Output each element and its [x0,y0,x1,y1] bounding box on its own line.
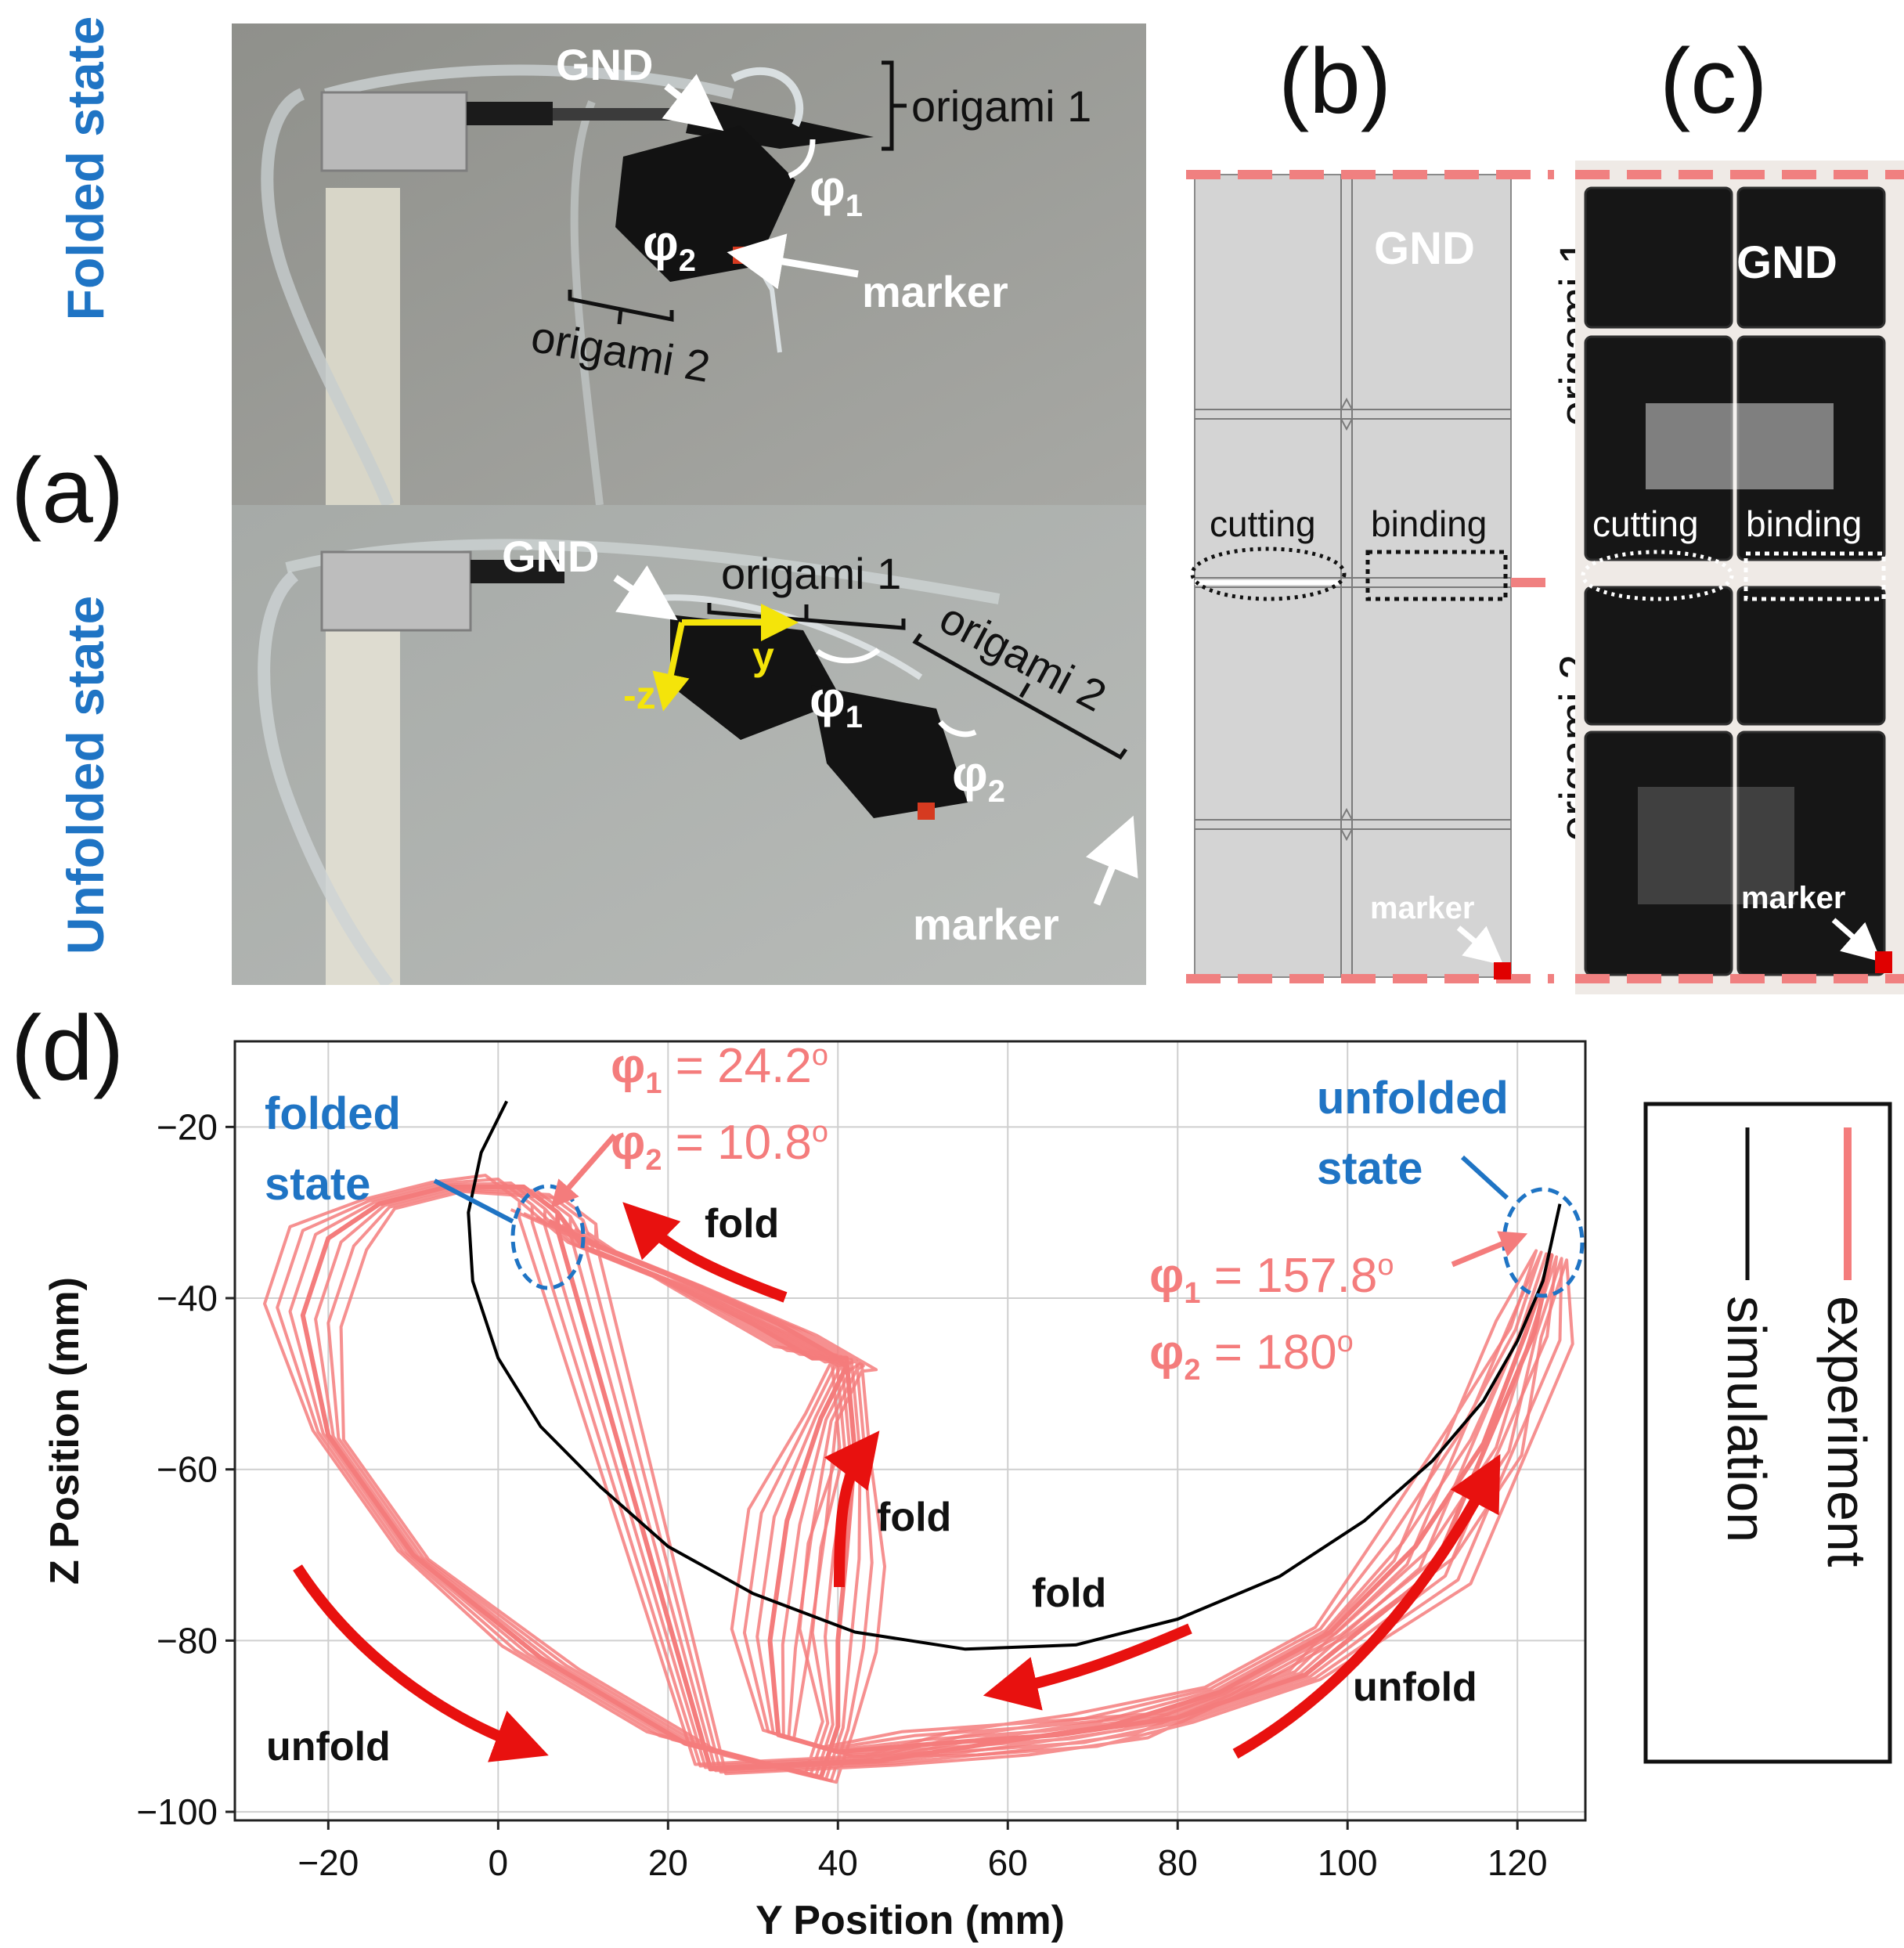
folded-gnd-label: GND [556,40,653,89]
axis-neg-z-label: -z [623,673,656,717]
folded-annotations: GND origami 1 φ1 φ2 marker origami 2 [528,40,1091,391]
unfolded-state-label: Unfolded state [56,595,114,955]
experiment-line [263,1174,1538,1775]
simulation-series [467,1100,1562,1651]
x-tick-label: −20 [298,1842,359,1883]
trajectory-chart: −20 0 20 40 60 80 100 120 −20 −40 −60 −80 −100 Y Po… [42,1039,1892,1943]
unfolded-state-text-2: state [1317,1143,1423,1194]
panel-c-label: (c) [1660,30,1768,133]
x-ticks: −20 0 20 40 60 80 100 120 [298,1820,1548,1883]
experiment-line [339,1189,1574,1784]
b-binding-label: binding [1371,503,1487,544]
unfolded-state-text-1: unfolded [1317,1073,1509,1124]
unfolded-state-pointer [1460,1155,1509,1200]
x-tick-label: 80 [1158,1842,1198,1883]
c-cutting-label: cutting [1592,503,1699,544]
legend: experiment simulation [1643,1102,1892,1764]
fold-text-mid: fold [877,1495,951,1540]
c-marker-label: marker [1741,881,1845,915]
axis-y-label: y [752,634,774,678]
c-gnd-label: GND [1736,237,1837,288]
y-tick-label: −40 [157,1278,218,1319]
x-tick-label: 40 [818,1842,858,1883]
panel-c-photo: GND cutting binding marker [1575,161,1904,994]
unfolded-phi2-text: φ2 = 180o [1149,1326,1354,1387]
y-tick-label: −100 [136,1791,218,1832]
folded-state-text-1: folded [265,1088,401,1139]
arrow-fold-mid [824,1430,880,1588]
b-marker-label: marker [1370,891,1474,925]
y-tick-label: −80 [157,1620,218,1661]
folded-state-label: Folded state [56,16,114,321]
folded-phi1-text: φ1 = 24.2o [611,1039,828,1100]
fold-text-low: fold [1032,1571,1106,1616]
folded-state-pointer [433,1178,514,1224]
unfolded-phi2: φ2 [952,745,1005,809]
unfold-text-left: unfold [266,1724,391,1769]
unfolded-marker-label: marker [913,900,1059,949]
folded-phi2: φ2 [643,215,696,278]
c-binding-label: binding [1746,503,1862,544]
panel-b-label: (b) [1278,30,1392,133]
panel-a-label: (a) [11,439,124,543]
arrow-unfold-right [1232,1454,1501,1759]
y-ticks: −20 −40 −60 −80 −100 [136,1106,235,1832]
arrow-fold-low [983,1623,1192,1711]
x-tick-label: 100 [1318,1842,1378,1883]
plot-frame [233,1040,1587,1822]
folded-state-ellipse [510,1184,586,1290]
unfolded-photo [232,505,1146,985]
unfolded-origami1-label: origami 1 [721,549,901,598]
panel-d-label: (d) [11,997,124,1100]
y-tick-label: −20 [157,1106,218,1147]
panel-b-layout: GND cutting binding marker [1186,170,1554,983]
folded-phi2-text: φ2 = 10.8o [611,1116,828,1177]
x-tick-label: 0 [489,1842,509,1883]
simulation-line [467,1100,1562,1651]
folded-phi-pointer [550,1133,617,1209]
x-tick-label: 120 [1488,1842,1548,1883]
legend-simulation-label: simulation [1716,1296,1777,1542]
y-axis-label: Z Position (mm) [42,1277,88,1585]
x-tick-label: 60 [988,1842,1028,1883]
y-tick-label: −60 [157,1449,218,1490]
unfolded-phi1: φ1 [810,671,863,734]
folded-phi1: φ1 [810,160,863,223]
fold-text-top: fold [705,1201,779,1246]
folded-origami1-label: origami 1 [911,81,1091,131]
legend-experiment-label: experiment [1816,1296,1877,1567]
b-gnd-label: GND [1374,223,1475,274]
panel-a-photos: GND origami 1 φ1 φ2 marker origami 2 GND… [232,23,1146,985]
x-axis-label: Y Position (mm) [755,1898,1065,1943]
arrow-unfold-left [293,1564,549,1762]
x-tick-label: 20 [648,1842,688,1883]
annotation-pointers [433,1133,1528,1268]
unfolded-gnd-label: GND [502,532,599,581]
experiment-series [263,1174,1574,1784]
unfold-text-right: unfold [1353,1665,1477,1710]
chart-annotations: folded state unfolded state φ1 = 24.2o φ… [265,1039,1509,1769]
unfolded-phi-pointer [1451,1231,1528,1268]
folded-marker-label: marker [862,267,1008,316]
folded-state-text-2: state [265,1159,370,1210]
direction-arrows [293,1202,1501,1762]
b-cutting-label: cutting [1210,503,1316,544]
unfolded-phi1-text: φ1 = 157.8o [1149,1249,1394,1310]
arrow-fold-top [622,1202,788,1303]
